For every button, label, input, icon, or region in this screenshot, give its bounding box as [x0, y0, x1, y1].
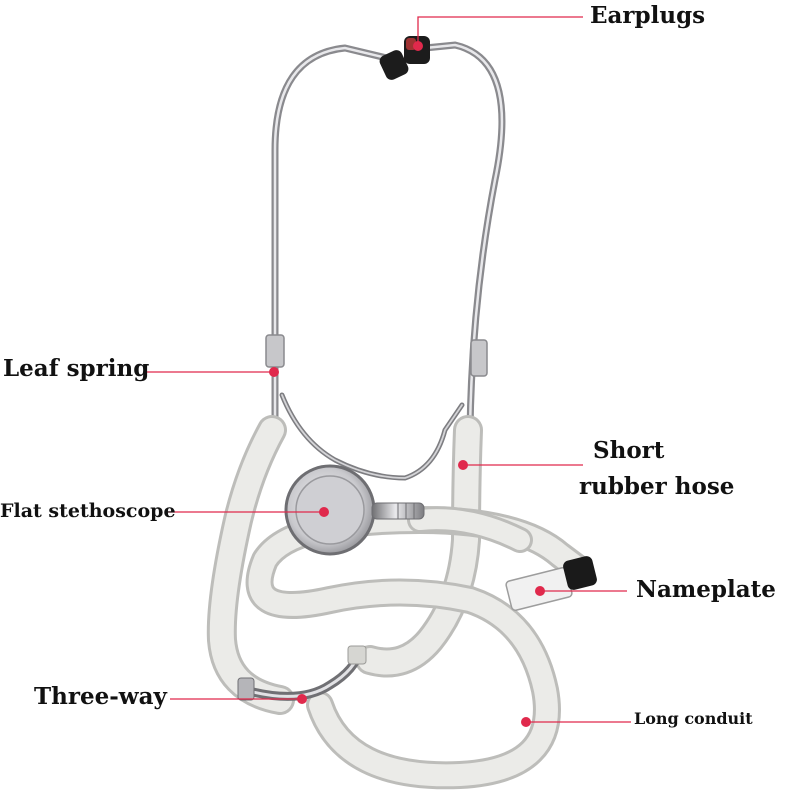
leader-earplugs	[417, 16, 583, 44]
rubber-hoses	[206, 415, 594, 790]
marker-nameplate	[535, 586, 545, 596]
label-three-way: Three-way	[34, 683, 167, 710]
label-nameplate: Nameplate	[636, 576, 776, 603]
marker-long-conduit	[521, 717, 531, 727]
marker-short-hose	[458, 460, 468, 470]
marker-leaf-spring	[269, 367, 279, 377]
marker-earplugs	[413, 41, 423, 51]
three-way-shape	[237, 645, 367, 701]
label-short-hose-line1: Short	[593, 437, 665, 464]
label-flat-stethoscope: Flat stethoscope	[0, 500, 176, 522]
label-leaf-spring: Leaf spring	[3, 355, 150, 382]
leader-lines	[146, 16, 631, 723]
earplugs-shape	[379, 36, 430, 80]
leaf-spring-shape	[265, 334, 488, 481]
label-long-conduit: Long conduit	[634, 709, 753, 728]
label-short-hose-line2: rubber hose	[579, 473, 735, 500]
binaural-tubes	[271, 41, 506, 434]
marker-three-way	[297, 694, 307, 704]
flat-chestpiece-shape	[284, 464, 425, 556]
marker-dots	[269, 41, 545, 727]
label-earplugs: Earplugs	[590, 2, 706, 29]
marker-flat-stethoscope	[319, 507, 329, 517]
